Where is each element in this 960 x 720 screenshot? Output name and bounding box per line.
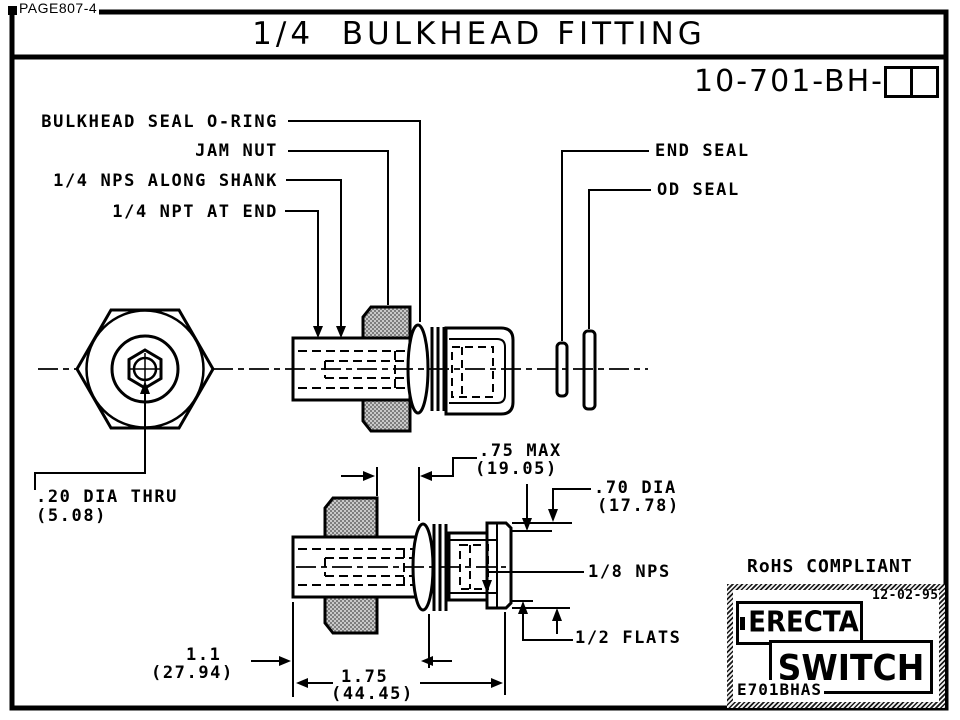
brand-tick-mark [740, 616, 746, 630]
callout-nps-along-shank: 1/4 NPS ALONG SHANK [53, 171, 278, 191]
front-view [38, 308, 215, 430]
callout-leaders [285, 120, 651, 341]
callout-end-seal: END SEAL [655, 141, 750, 161]
dia-thru-arrow [140, 381, 150, 394]
dia-thru-leader [34, 394, 146, 490]
drawing-code: E701BHAS [735, 680, 825, 699]
od-seal-shape [582, 329, 597, 411]
dim-thread-end: 1/8 NPS [588, 562, 671, 582]
page-ref: PAGE807-4 [19, 0, 98, 16]
callout-npt-at-end: 1/4 NPT AT END [112, 202, 278, 222]
dimension-leaders [251, 457, 591, 684]
flange-shape [485, 521, 513, 610]
dim-od-value: .70 DIA [594, 478, 677, 498]
dim-overall-length-metric: (44.45) [331, 684, 414, 704]
dim-od-metric: (17.78) [597, 496, 680, 516]
dim-shank-length-value: 1.1 [186, 645, 222, 665]
dim-dia-thru-value: .20 DIA THRU [36, 487, 179, 507]
callout-bulkhead-seal-oring: BULKHEAD SEAL O-RING [41, 112, 278, 132]
rohs-compliant-label: RoHS COMPLIANT [747, 556, 913, 577]
side-view [213, 305, 648, 433]
part-number: 10-701-BH- [694, 64, 884, 99]
dim-dia-thru-metric: (5.08) [36, 506, 108, 526]
part-number-blank-box-1 [884, 66, 913, 98]
page-frame [8, 6, 949, 711]
bottom-view [291, 496, 513, 635]
dim-overall-length-value: 1.75 [341, 667, 389, 687]
callout-arrowheads [313, 326, 346, 338]
brand-erecta-box: ERECTA [736, 601, 863, 645]
callout-jam-nut: JAM NUT [195, 141, 278, 161]
brand-name-top: ERECTA [748, 606, 859, 640]
dim-max-panel-metric: (19.05) [475, 459, 558, 479]
callout-od-seal: OD SEAL [657, 180, 740, 200]
dim-max-panel-value: .75 MAX [479, 441, 562, 461]
dim-shank-length-metric: (27.94) [151, 663, 234, 683]
page-title: 1/4 BULKHEAD FITTING [252, 16, 706, 52]
logo-date: 12-02-95 [872, 588, 939, 603]
part-number-blank-box-2 [910, 66, 939, 98]
dimension-arrowheads [279, 471, 562, 688]
dim-flats: 1/2 FLATS [575, 628, 682, 648]
